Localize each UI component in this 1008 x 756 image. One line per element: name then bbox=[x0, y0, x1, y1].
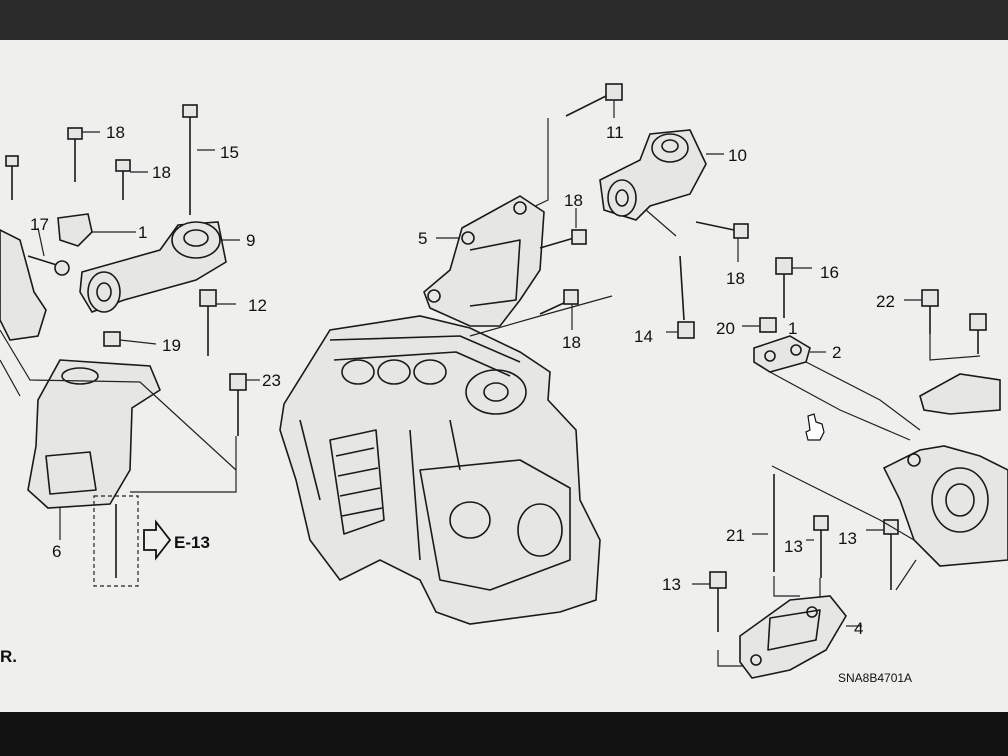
callout-2: 2 bbox=[832, 343, 841, 362]
bolt-14 bbox=[666, 255, 695, 339]
callout-9: 9 bbox=[246, 231, 255, 250]
callout-23: 23 bbox=[262, 371, 281, 390]
upper-center-assembly bbox=[423, 83, 623, 337]
nut-19 bbox=[103, 331, 157, 347]
callout-1-left: 1 bbox=[138, 223, 147, 242]
bolt-18-center-lower bbox=[539, 289, 579, 330]
hand-cursor-icon bbox=[805, 413, 825, 441]
upper-torque-mount-10 bbox=[599, 129, 724, 237]
reference-arrow-icon bbox=[143, 519, 172, 561]
bolt-18-right-horizontal bbox=[695, 221, 749, 262]
bolt-far-left bbox=[5, 155, 19, 200]
reference-e13: E-13 bbox=[174, 533, 210, 552]
callout-13-b: 13 bbox=[838, 529, 857, 548]
callout-12: 12 bbox=[248, 296, 267, 315]
monitor-bezel-bottom bbox=[0, 712, 1008, 756]
bolt-13-middle bbox=[806, 515, 829, 578]
bolt-13-right bbox=[866, 519, 899, 590]
engine-transmission-assembly bbox=[279, 315, 601, 625]
callout-21: 21 bbox=[726, 526, 745, 545]
callout-18-e: 18 bbox=[562, 333, 581, 352]
callout-13-c: 13 bbox=[662, 575, 681, 594]
frame-bracket-left bbox=[0, 229, 47, 341]
callout-11: 11 bbox=[606, 123, 624, 142]
drawing-code: SNA8B4701A bbox=[838, 671, 912, 685]
callout-14: 14 bbox=[634, 327, 653, 346]
callout-18-a: 18 bbox=[106, 123, 125, 142]
callout-22: 22 bbox=[876, 292, 895, 311]
edge-text: R. bbox=[0, 647, 17, 666]
torque-rod-mount-9 bbox=[79, 221, 240, 313]
right-mount-assembly bbox=[692, 257, 1008, 679]
bolt-23 bbox=[229, 373, 260, 436]
bolt-18-top-left bbox=[67, 127, 100, 182]
upper-right-bracket bbox=[919, 373, 1001, 415]
callout-18-b: 18 bbox=[152, 163, 171, 182]
left-mount-assembly bbox=[0, 104, 260, 587]
callout-15: 15 bbox=[220, 143, 239, 162]
callout-6: 6 bbox=[52, 542, 61, 561]
callout-16: 16 bbox=[820, 263, 839, 282]
callout-20: 20 bbox=[716, 319, 735, 338]
side-mount-right bbox=[882, 445, 1008, 567]
stud-21 bbox=[752, 474, 775, 572]
bolt-13-left bbox=[692, 571, 727, 632]
mount-bracket-4 bbox=[739, 595, 862, 679]
callout-1-right: 1 bbox=[788, 319, 797, 338]
bolt-right-edge bbox=[969, 313, 987, 354]
callout-5: 5 bbox=[418, 229, 427, 248]
callout-4: 4 bbox=[854, 619, 863, 638]
monitor-bezel-top bbox=[0, 0, 1008, 44]
callout-17: 17 bbox=[30, 215, 49, 234]
bolt-18-mid-left bbox=[115, 159, 148, 200]
engine-bracket-5 bbox=[423, 195, 545, 327]
bolt-16 bbox=[775, 257, 812, 318]
callout-19: 19 bbox=[162, 336, 181, 355]
bolt-12 bbox=[199, 289, 236, 356]
bolt-18-center-upper bbox=[539, 208, 587, 249]
stud-reference-box bbox=[93, 495, 139, 587]
bolt-15 bbox=[182, 104, 215, 215]
callout-10: 10 bbox=[728, 146, 747, 165]
bolt-17 bbox=[27, 227, 70, 276]
callout-labels: 18 15 18 1 17 9 12 19 23 6 11 10 18 5 18… bbox=[0, 123, 912, 685]
callout-18-c: 18 bbox=[564, 191, 583, 210]
callout-18-d: 18 bbox=[726, 269, 745, 288]
bracket-1-left bbox=[57, 213, 93, 247]
bolt-11 bbox=[565, 83, 623, 118]
callout-13-a: 13 bbox=[784, 537, 803, 556]
engine-mount-6 bbox=[27, 359, 161, 540]
nut-20 bbox=[742, 317, 777, 333]
bolt-22 bbox=[904, 289, 939, 334]
